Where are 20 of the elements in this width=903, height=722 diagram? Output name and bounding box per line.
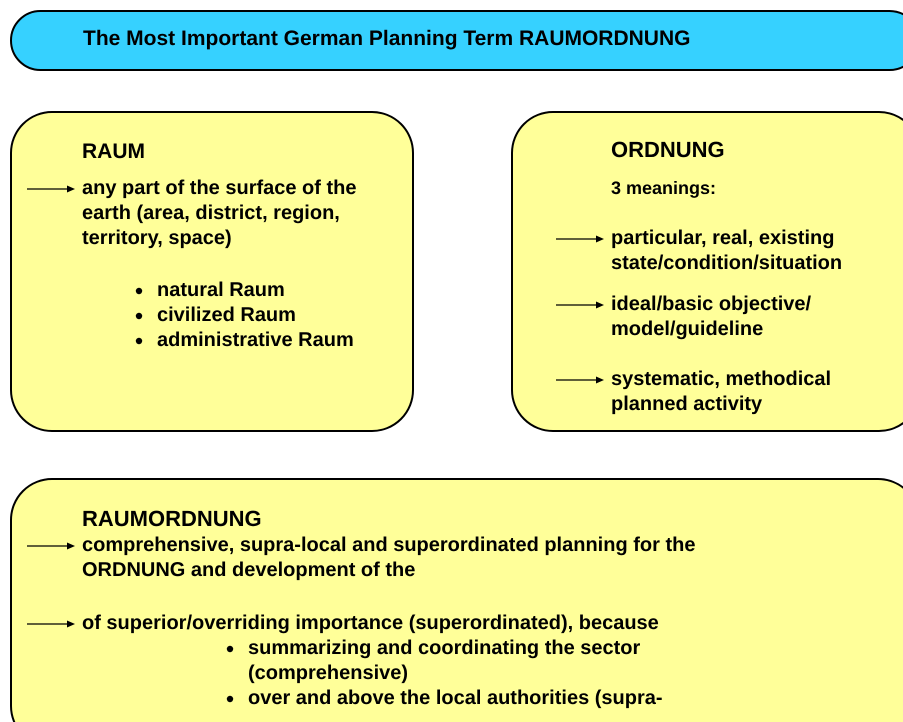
list-item-text: summarizing and coordinating the sector (comprehensive) — [248, 636, 642, 686]
meaning-text: systematic, methodical planned activity — [611, 367, 832, 417]
definition-text: comprehensive, supra-local and superordinated planning for the ORDNUNG and development of the — [82, 533, 696, 583]
term-card — [10, 111, 414, 432]
term-card — [511, 111, 903, 432]
definition-text: of superior/overriding importance (superordinated), because — [82, 611, 659, 636]
heading: RAUMORDNUNG — [82, 506, 263, 531]
meaning-text: ideal/basic objective/ model/guideline — [611, 292, 812, 342]
list-item-text: over and above the local authorities (supra- — [248, 686, 664, 711]
meaning-text: particular, real, existing state/condition/situation — [611, 226, 844, 276]
list-item-text: civilized Raum — [157, 303, 297, 328]
heading: ORDNUNG — [611, 137, 726, 162]
heading: RAUM — [82, 139, 146, 164]
title-text: The Most Important German Planning Term RAUMORDNUNG — [83, 26, 690, 51]
subheading: 3 meanings: — [611, 177, 718, 200]
definition-card — [10, 478, 903, 722]
list-item-text: administrative Raum — [157, 328, 355, 353]
title-banner — [10, 10, 903, 71]
list-item-text: natural Raum — [157, 278, 286, 303]
definition-text: any part of the surface of the earth (area, district, region, territory, space) — [82, 176, 358, 251]
